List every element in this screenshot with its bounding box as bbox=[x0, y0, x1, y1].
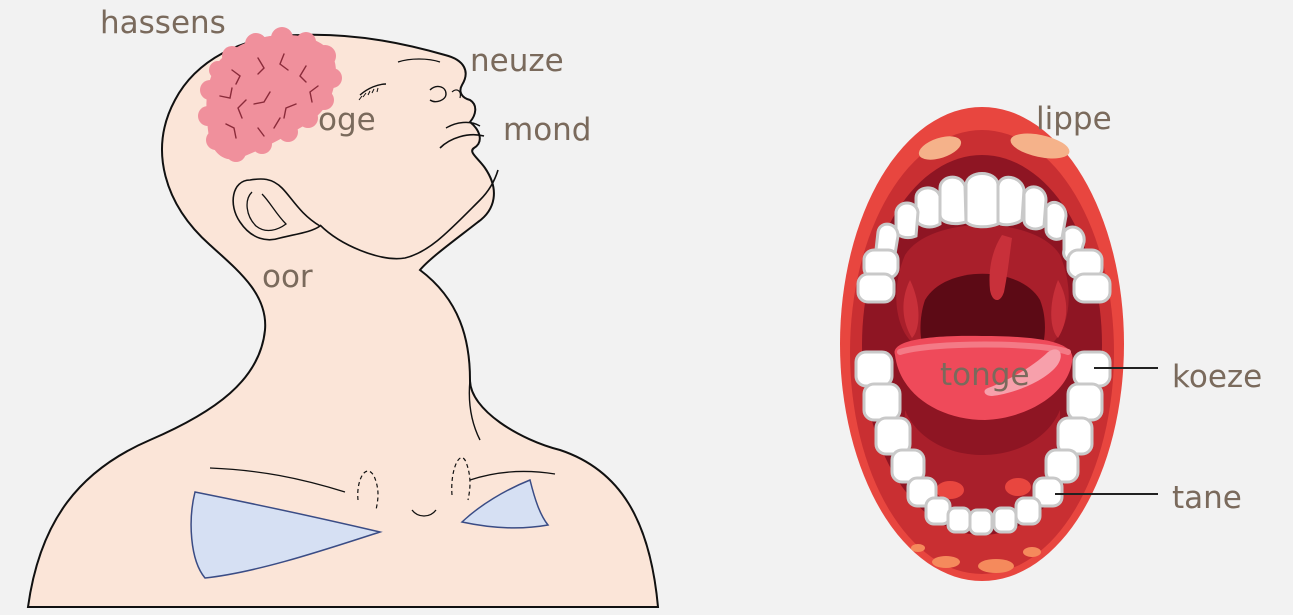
label-tane: tane bbox=[1172, 483, 1242, 514]
label-tonge: tonge bbox=[940, 360, 1030, 391]
label-lippe: lippe bbox=[1036, 104, 1112, 135]
label-oor: oor bbox=[262, 262, 313, 293]
floor-spot-right bbox=[1005, 478, 1031, 496]
label-hassens: hassens bbox=[100, 8, 226, 39]
label-neuze: neuze bbox=[470, 46, 564, 77]
label-mond: mond bbox=[503, 115, 592, 146]
floor-spot-left bbox=[936, 481, 964, 499]
lip-lower-highlight-1 bbox=[932, 556, 960, 568]
open-mouth-icon bbox=[840, 107, 1124, 581]
label-oge: oge bbox=[318, 105, 376, 136]
lip-lower-highlight-4 bbox=[911, 544, 925, 552]
label-koeze: koeze bbox=[1172, 362, 1262, 393]
lip-lower-highlight-3 bbox=[1023, 547, 1041, 557]
lip-lower-highlight-2 bbox=[978, 559, 1014, 573]
